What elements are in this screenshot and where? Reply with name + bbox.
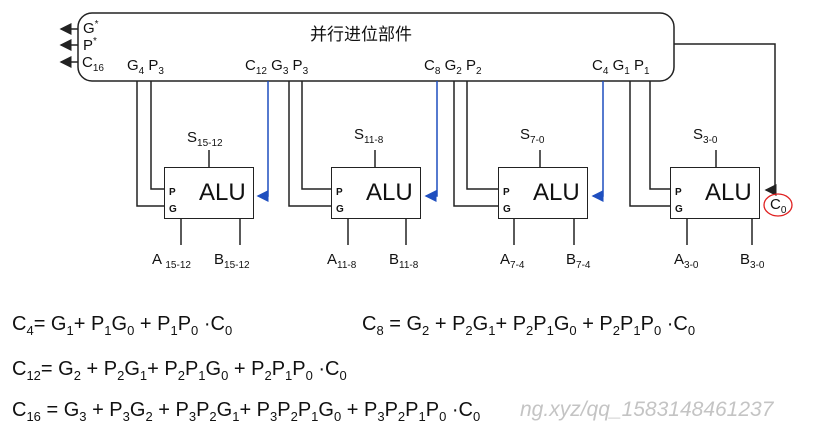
output-p-star: P*	[83, 36, 97, 54]
equation-c4: C4= G1+ P1G0 + P1P0 ·C0	[12, 313, 233, 338]
lookahead-unit-box	[77, 12, 675, 82]
alu-1-box: P G ALU	[164, 167, 254, 219]
c0-highlight-circle	[763, 193, 793, 217]
alu-3-a-label: A7-4	[500, 251, 525, 271]
alu-1-g-pin: G	[169, 204, 177, 215]
alu-4-p-pin: P	[675, 187, 682, 198]
port-group-4: G4 P3	[127, 57, 164, 77]
alu-4-b-label: B3-0	[740, 251, 765, 271]
alu-2-box: P G ALU	[331, 167, 421, 219]
output-g-star: G*	[83, 19, 99, 37]
alu-1-s-label: S15-12	[187, 129, 223, 149]
alu-3-p-pin: P	[503, 187, 510, 198]
alu-1-p-pin: P	[169, 187, 176, 198]
alu-3-s-label: S7-0	[520, 126, 545, 146]
carry-in-c0: C0	[770, 196, 787, 216]
alu-4-name: ALU	[705, 179, 752, 206]
port-group-3: C12 G3 P3	[245, 57, 309, 77]
alu-1-b-label: B15-12	[214, 251, 250, 271]
alu-3-b-label: B7-4	[566, 251, 591, 271]
alu-3-name: ALU	[533, 179, 580, 206]
alu-3-g-pin: G	[503, 204, 511, 215]
watermark-text: ng.xyz/qq_1583148461237	[520, 398, 774, 421]
equation-c12: C12= G2 + P2G1+ P2P1G0 + P2P1P0 ·C0	[12, 358, 347, 383]
alu-2-a-label: A11-8	[327, 251, 357, 271]
alu-2-s-label: S11-8	[354, 126, 384, 146]
lookahead-unit-title: 并行进位部件	[310, 25, 412, 44]
alu-1-a-label: A 15-12	[152, 251, 191, 271]
alu-4-s-label: S3-0	[693, 126, 718, 146]
alu-1-name: ALU	[199, 179, 246, 206]
alu-2-p-pin: P	[336, 187, 343, 198]
alu-4-a-label: A3-0	[674, 251, 699, 271]
alu-2-name: ALU	[366, 179, 413, 206]
equation-c8: C8 = G2 + P2G1+ P2P1G0 + P2P1P0 ·C0	[362, 313, 696, 338]
output-c16: C16	[82, 54, 104, 74]
port-group-2: C8 G2 P2	[424, 57, 482, 77]
alu-2-b-label: B11-8	[389, 251, 419, 271]
alu-4-box: P G ALU	[670, 167, 760, 219]
equation-c16: C16 = G3 + P3G2 + P3P2G1+ P3P2P1G0 + P3P…	[12, 399, 481, 424]
port-group-1: C4 G1 P1	[592, 57, 650, 77]
alu-2-g-pin: G	[336, 204, 344, 215]
alu-3-box: P G ALU	[498, 167, 588, 219]
alu-4-g-pin: G	[675, 204, 683, 215]
